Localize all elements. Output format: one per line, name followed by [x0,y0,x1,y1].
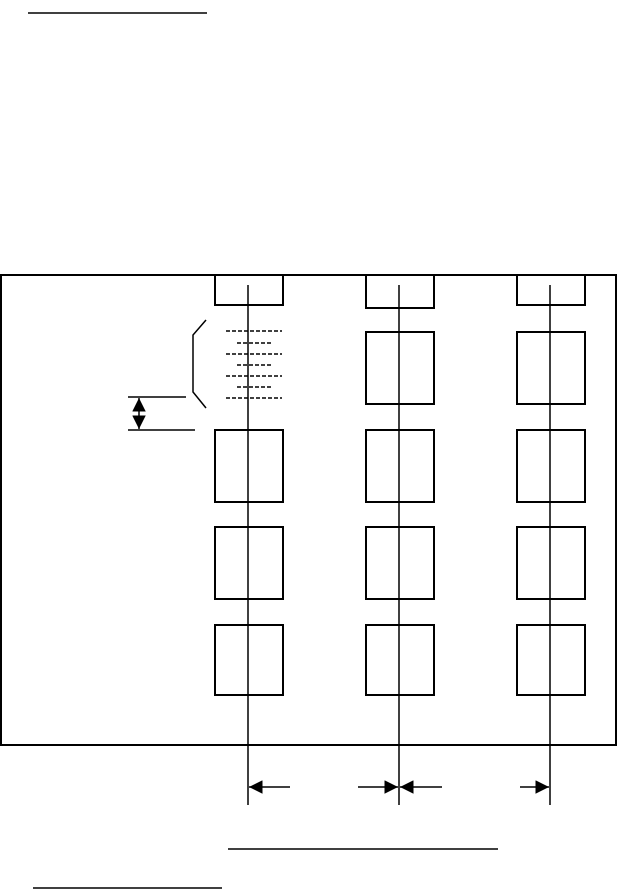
cell-box [365,274,435,309]
cell-box [214,274,284,306]
cell-box [516,624,586,696]
cell-box [516,429,586,503]
dashed-placeholder [226,330,282,399]
cell-box [516,331,586,405]
panel-frame [0,274,617,746]
cell-box [516,274,586,306]
cell-box [214,429,284,503]
cell-box [365,331,435,405]
cell-box [516,526,586,600]
cell-box [365,624,435,696]
cell-box [214,526,284,600]
group-bracket [192,319,207,409]
cell-box [214,624,284,696]
cell-box [365,429,435,503]
cell-box [365,526,435,600]
